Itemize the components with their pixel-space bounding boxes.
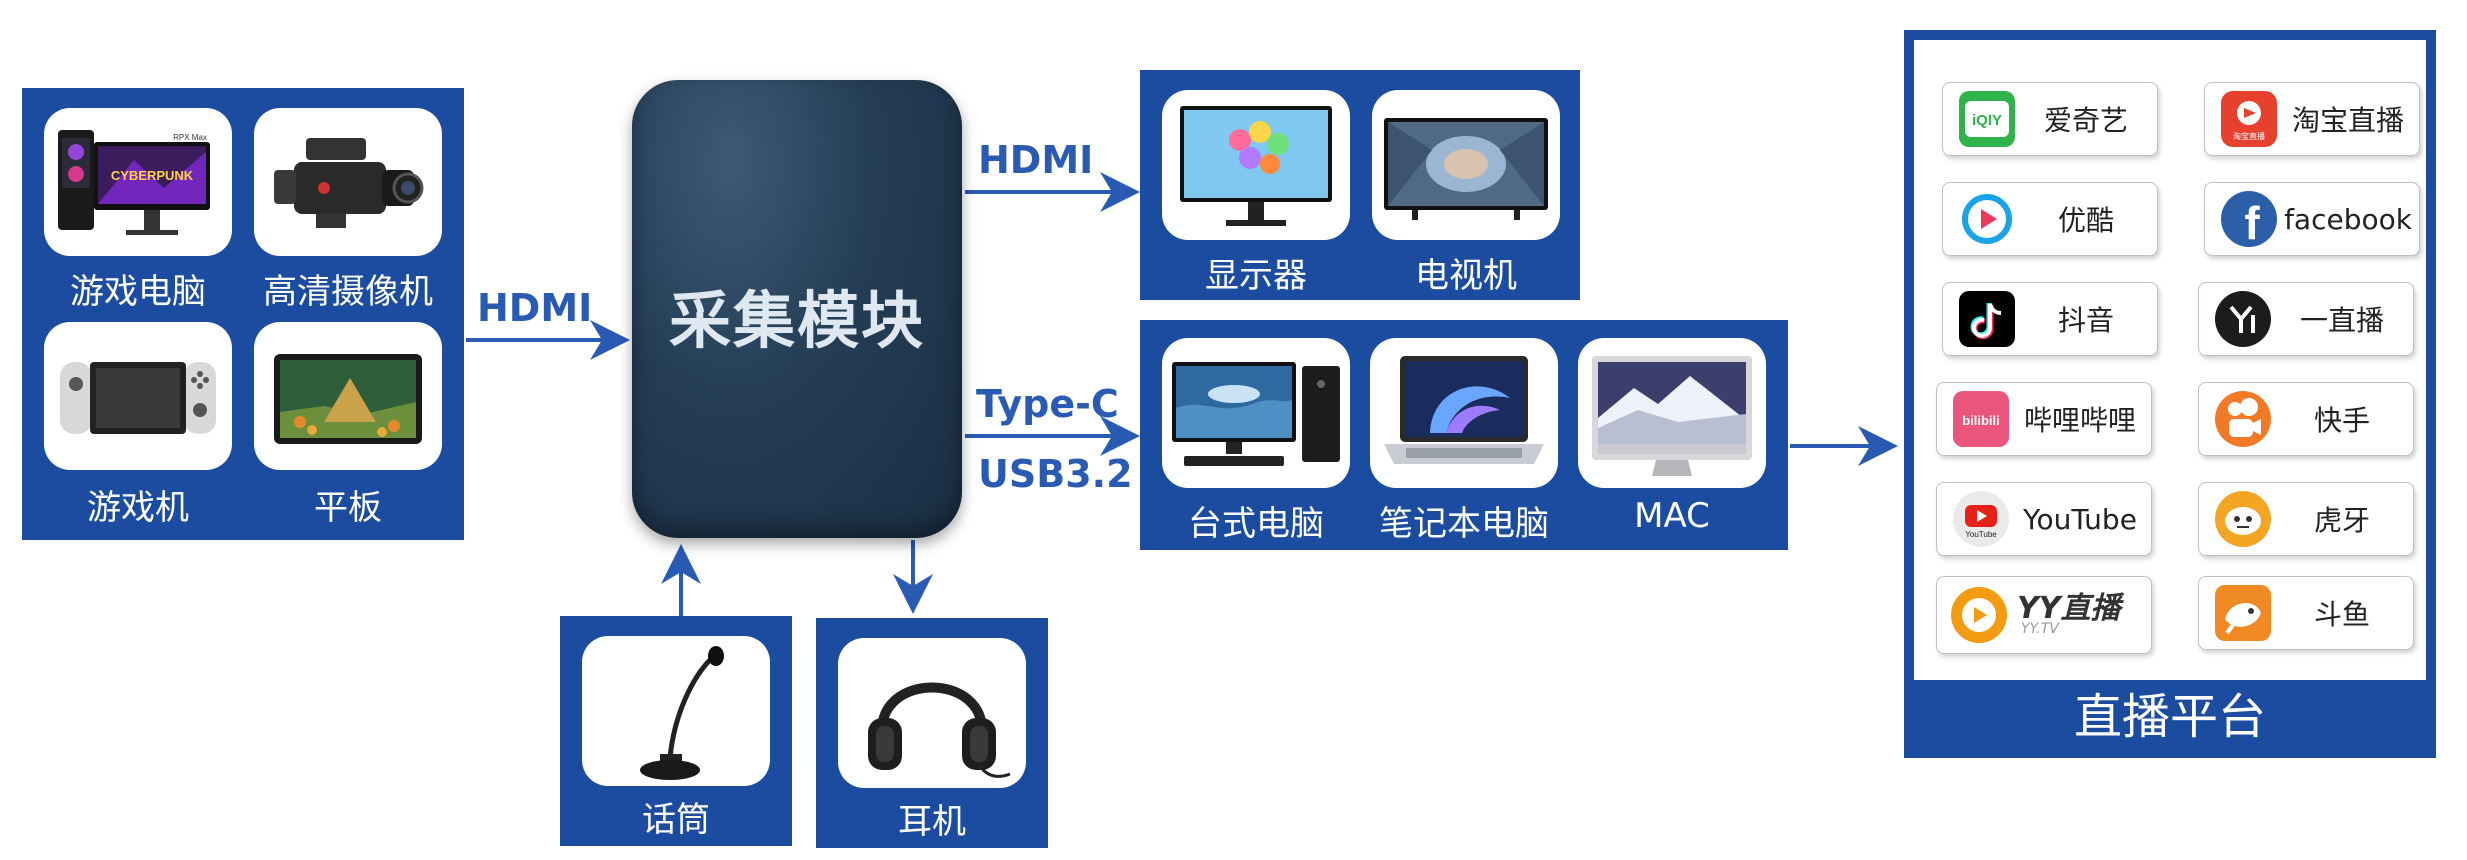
tv-icon [1372, 90, 1560, 240]
platform-douyu-name: 斗鱼 [2313, 598, 2370, 631]
monitor-icon [1162, 90, 1350, 240]
platforms-title: 直播平台 [2073, 689, 2266, 745]
headphones-icon [838, 638, 1026, 788]
facebook-icon: f [2221, 191, 2277, 247]
platform-youtube[interactable]: YouTube YouTube [1936, 482, 2152, 556]
platform-douyin[interactable]: 抖音 [1942, 282, 2158, 356]
yy-live-subtitle: YY.TV [2021, 621, 2059, 637]
kuaishou-icon [2215, 391, 2271, 447]
desktop-pc-icon [1162, 338, 1350, 488]
camcorder-icon [254, 108, 442, 256]
platforms-panel: iQIY 爱奇艺 淘宝直播 淘宝直播 优酷 f facebook [1904, 30, 2436, 758]
platform-huya-name: 虎牙 [2313, 504, 2370, 537]
microphone-label: 话筒 [642, 800, 710, 840]
platform-douyin-name: 抖音 [2057, 304, 2114, 337]
yy-live-wordmark: YY直播 [2017, 591, 2121, 626]
microphone-icon [582, 636, 770, 786]
headphones-card [838, 638, 1026, 788]
platform-douyu[interactable]: 斗鱼 [2198, 576, 2414, 650]
iqiyi-icon: iQIY [1959, 91, 2015, 147]
gaming-pc-screen-text: CYBERPUNK [111, 168, 194, 183]
huya-icon [2215, 491, 2271, 547]
game-console-label: 游戏机 [87, 488, 189, 528]
imac-label: MAC [1634, 496, 1710, 536]
bilibili-icon: bilibili [1953, 391, 2009, 447]
gaming-pc-label: 游戏电脑 [70, 272, 206, 312]
camcorder-card [254, 108, 442, 256]
platform-bilibili-name: 哔哩哔哩 [2023, 404, 2136, 437]
platform-facebook-name: facebook [2284, 202, 2412, 236]
microphone-panel: 话筒 [560, 616, 792, 846]
laptop-label: 笔记本电脑 [1379, 504, 1549, 544]
platform-bilibili[interactable]: bilibili 哔哩哔哩 [1936, 382, 2152, 456]
laptop-card [1370, 338, 1558, 488]
label-output-hdmi: HDMI [978, 138, 1094, 182]
douyin-icon [1959, 291, 2015, 347]
tablet-label: 平板 [314, 488, 382, 528]
capture-module: 采集模块 [632, 80, 962, 538]
platform-huya[interactable]: 虎牙 [2198, 482, 2414, 556]
microphone-card [582, 636, 770, 786]
platform-yizhibo[interactable]: 一直播 [2198, 282, 2414, 356]
game-console-icon [44, 322, 232, 470]
gaming-pc-card: CYBERPUNK RPX Max [44, 108, 232, 256]
tv-card [1372, 90, 1560, 240]
tv-label: 电视机 [1415, 256, 1517, 296]
svg-text:bilibili: bilibili [1962, 413, 2000, 428]
monitor-card [1162, 90, 1350, 240]
label-usb: USB3.2 [978, 452, 1133, 496]
platform-youtube-name: YouTube [2023, 502, 2137, 536]
svg-text:YouTube: YouTube [1965, 530, 1997, 539]
desktop-pc-card [1162, 338, 1350, 488]
headphones-panel: 耳机 [816, 618, 1048, 848]
monitor-label: 显示器 [1205, 256, 1307, 296]
platform-kuaishou[interactable]: 快手 [2198, 382, 2414, 456]
platform-taobao-live[interactable]: 淘宝直播 淘宝直播 [2204, 82, 2420, 156]
camcorder-label: 高清摄像机 [263, 272, 433, 312]
platform-youku-name: 优酷 [2057, 204, 2114, 237]
svg-text:f: f [2244, 197, 2260, 247]
laptop-icon [1370, 338, 1558, 488]
tablet-icon [254, 322, 442, 470]
gaming-pc-icon: CYBERPUNK RPX Max [44, 108, 232, 256]
svg-text:淘宝直播: 淘宝直播 [2233, 131, 2265, 141]
platform-facebook[interactable]: f facebook [2204, 182, 2420, 256]
platform-yy-live[interactable]: YY直播 YY.TV [1936, 576, 2152, 654]
yy-live-icon [1951, 587, 2007, 643]
display-outputs-panel: 显示器 电视机 [1140, 70, 1580, 300]
capture-module-title: 采集模块 [668, 284, 925, 357]
input-devices-panel: CYBERPUNK RPX Max 游戏电脑 高清摄像机 [22, 88, 464, 540]
platform-iqiyi[interactable]: iQIY 爱奇艺 [1942, 82, 2158, 156]
platform-yizhibo-name: 一直播 [2299, 304, 2384, 337]
taobao-live-icon: 淘宝直播 [2221, 91, 2277, 147]
gaming-pc-case-text: RPX Max [173, 133, 207, 142]
platform-youku[interactable]: 优酷 [1942, 182, 2158, 256]
platform-taobao-live-name: 淘宝直播 [2291, 104, 2404, 137]
game-console-card [44, 322, 232, 470]
computers-panel: 台式电脑 笔记本电脑 MAC [1140, 320, 1788, 550]
tablet-card [254, 322, 442, 470]
imac-icon [1578, 338, 1766, 488]
platform-iqiyi-name: 爱奇艺 [2043, 104, 2128, 137]
label-input-hdmi: HDMI [477, 286, 593, 330]
yizhibo-icon [2215, 291, 2271, 347]
youku-icon [1959, 191, 2015, 247]
platform-kuaishou-name: 快手 [2313, 404, 2370, 437]
headphones-label: 耳机 [898, 802, 966, 842]
youtube-icon: YouTube [1953, 491, 2009, 547]
label-type-c: Type-C [976, 382, 1119, 426]
imac-card [1578, 338, 1766, 488]
svg-text:iQIY: iQIY [1972, 112, 2002, 129]
platforms-inner: iQIY 爱奇艺 淘宝直播 淘宝直播 优酷 f facebook [1914, 40, 2426, 680]
desktop-pc-label: 台式电脑 [1188, 504, 1324, 544]
douyu-icon [2215, 585, 2271, 641]
